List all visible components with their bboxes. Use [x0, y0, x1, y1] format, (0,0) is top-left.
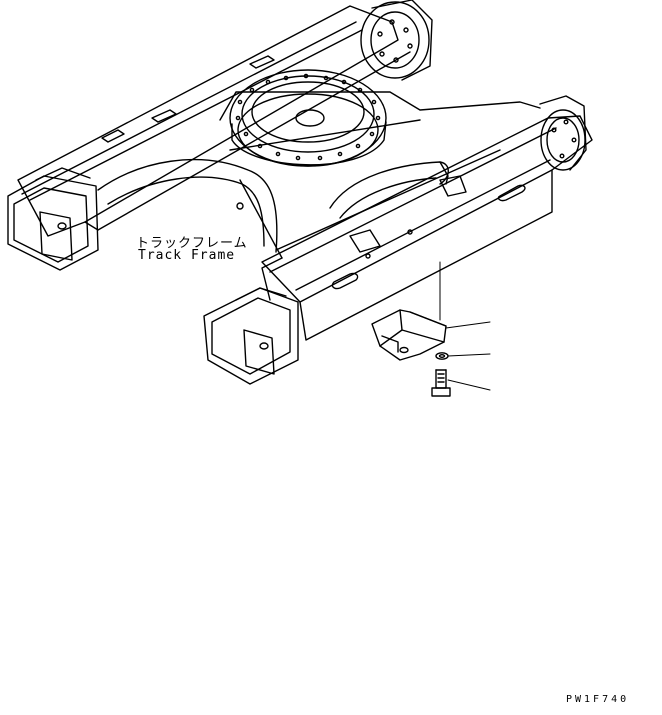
front-side-rail — [203, 95, 593, 385]
track-guard-part — [371, 309, 447, 361]
drawing-code: PW1F740 — [566, 694, 630, 705]
bolt-part — [431, 369, 451, 397]
washer-part — [435, 352, 449, 360]
leader-lines — [439, 261, 491, 391]
track-frame-label-en: Track Frame — [138, 248, 236, 263]
centre-body — [97, 69, 541, 301]
track-frame-label-jp: トラックフレーム — [136, 236, 248, 251]
rear-side-rail — [7, 0, 433, 271]
